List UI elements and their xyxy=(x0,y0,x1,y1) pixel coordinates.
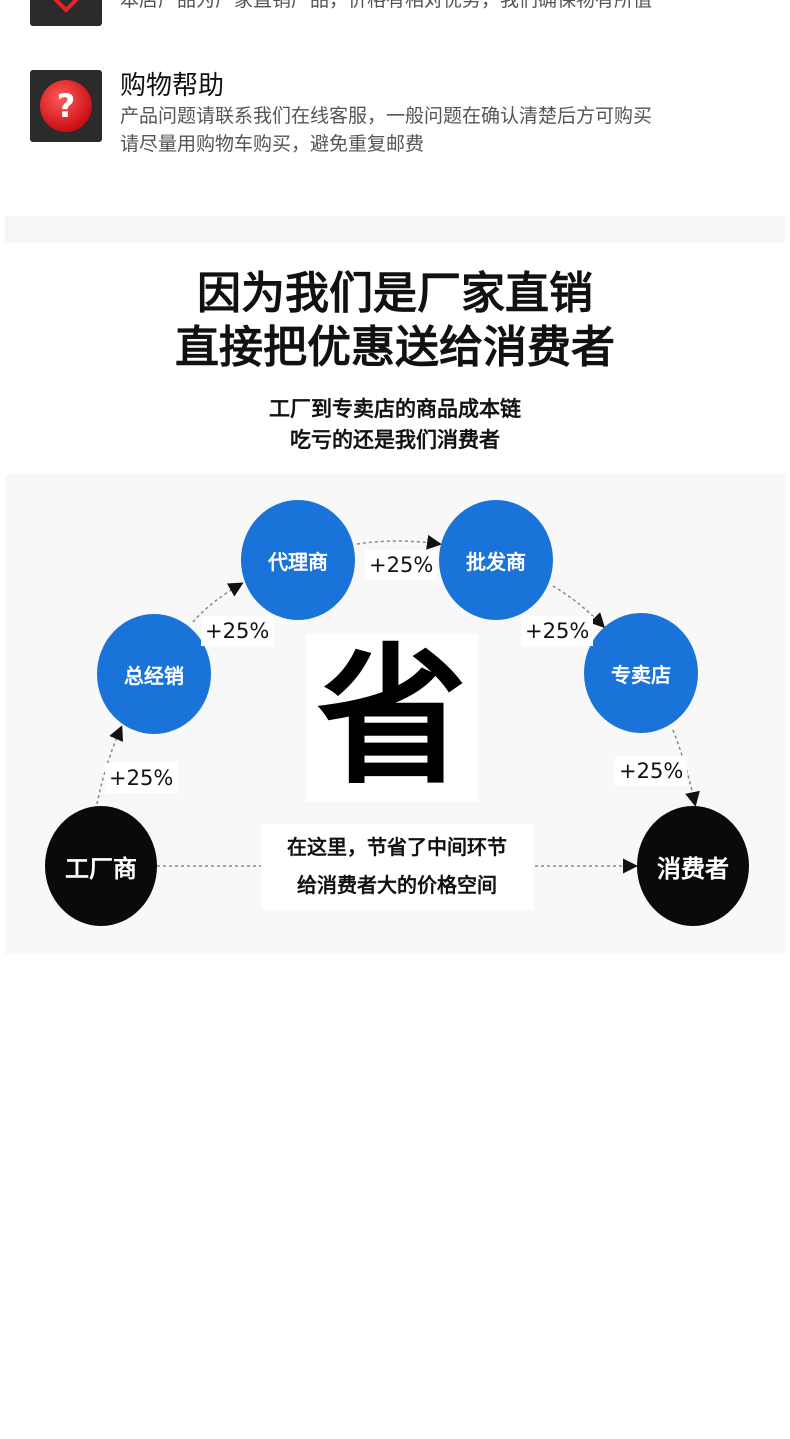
save-character: 省 xyxy=(306,634,478,802)
svg-text:?: ? xyxy=(57,87,76,125)
question-icon-box: ? xyxy=(30,70,102,142)
markup-label-factory-general: +25% xyxy=(105,763,178,793)
info-row-text: 本店产品为厂家直销产品，价格有相对优势，我们确保物有所值 xyxy=(120,0,770,14)
subheadline-line1: 工厂到专卖店的商品成本链 xyxy=(269,397,521,421)
supply-chain-diagram: 代理商 批发商 总经销 专卖店 工厂商 消费者 +25% +25% +25% +… xyxy=(5,474,785,954)
arrow-factory-to-general xyxy=(96,725,123,805)
node-store: 专卖店 xyxy=(584,613,698,733)
question-icon: ? xyxy=(40,80,92,132)
divider-band xyxy=(5,216,785,243)
markup-label-agent-wholesale: +25% xyxy=(365,550,438,580)
node-general: 总经销 xyxy=(97,614,211,734)
savings-note: 在这里，节省了中间环节 给消费者大的价格空间 xyxy=(261,824,533,910)
info-row-text: 购物帮助 产品问题请联系我们在线客服，一般问题在确认清楚后方可购买 请尽量用购物… xyxy=(120,70,770,158)
info-row-help: ? 购物帮助 产品问题请联系我们在线客服，一般问题在确认清楚后方可购买 请尽量用… xyxy=(30,70,770,170)
info-row-desc-line1: 产品问题请联系我们在线客服，一般问题在确认清楚后方可购买 xyxy=(120,105,653,127)
savings-note-line1: 在这里，节省了中间环节 xyxy=(287,835,507,859)
headline-line1: 因为我们是厂家直销 xyxy=(197,268,593,319)
markup-label-wholesale-store: +25% xyxy=(521,616,594,646)
node-wholesale: 批发商 xyxy=(439,500,553,620)
savings-note-line2: 给消费者大的价格空间 xyxy=(297,873,497,897)
markup-label-general-agent: +25% xyxy=(201,616,274,646)
heart-icon xyxy=(53,0,79,13)
info-row-title: 购物帮助 xyxy=(120,71,225,101)
heart-icon-box xyxy=(30,0,102,26)
node-consumer: 消费者 xyxy=(637,806,749,926)
info-row-price: 本店产品为厂家直销产品，价格有相对优势，我们确保物有所值 xyxy=(30,0,770,46)
subheadline-line2: 吃亏的还是我们消费者 xyxy=(290,428,500,452)
info-row-desc-line2: 请尽量用购物车购买，避免重复邮费 xyxy=(120,133,425,155)
markup-label-store-consumer: +25% xyxy=(615,756,688,786)
arrow-agent-to-wholesale xyxy=(356,534,442,550)
node-agent: 代理商 xyxy=(241,500,355,620)
arrow-general-to-agent xyxy=(192,582,244,623)
info-row-desc: 本店产品为厂家直销产品，价格有相对优势，我们确保物有所值 xyxy=(120,0,653,11)
headline-line2: 直接把优惠送给消费者 xyxy=(175,322,615,373)
node-factory: 工厂商 xyxy=(45,806,157,926)
arrow-wholesale-to-store xyxy=(552,585,606,629)
